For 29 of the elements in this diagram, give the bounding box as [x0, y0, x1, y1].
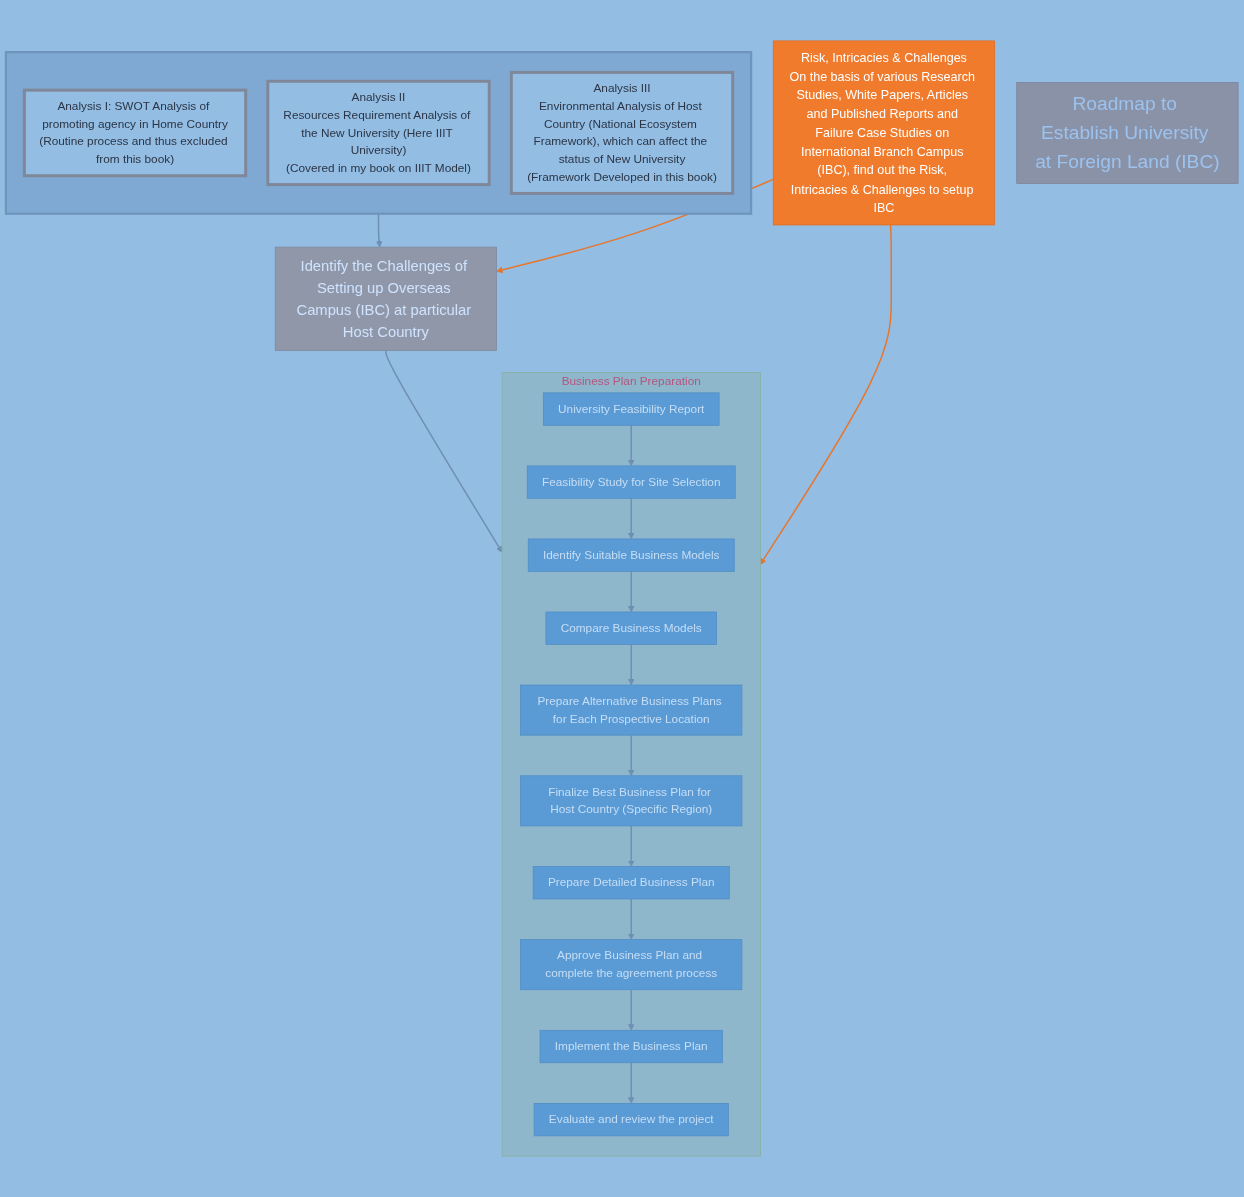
node-box: Analysis I: SWOT Analysis of promoting agency in Home Country (Routine process and thus excluded from this book): [22, 88, 248, 178]
node-box: Analysis III Environmental Analysis of Host Country (National Ecosystem Framework), which can affect the status of New University (Framework Developed in this book): [509, 70, 735, 195]
node-box: Prepare Detailed Business Plan: [532, 866, 730, 900]
node-box: Finalize Best Business Plan for Host Country (Specific Region): [520, 775, 743, 827]
node-box: Analysis II Resources Requirement Analysis of the New University (Here IIIT University) (Covered in my book on IIIT Model): [266, 79, 491, 187]
node-box: Compare Business Models: [545, 611, 717, 645]
node-box: Identify the Challenges of Setting up Overseas Campus (IBC) at particular Host Country: [274, 246, 497, 351]
arrow: [628, 570, 635, 613]
node-box: Identify Suitable Business Models: [527, 538, 735, 572]
cluster: [4, 51, 753, 215]
node-box: Prepare Alternative Business Plans for Each Prospective Location: [520, 684, 743, 736]
arrow: [628, 825, 635, 867]
arrow: [628, 424, 635, 467]
node-box: Approve Business Plan and complete the agreement process: [520, 939, 743, 991]
arrow: [628, 497, 635, 540]
arrow: [628, 643, 635, 686]
node-box: Feasibility Study for Site Selection: [526, 465, 736, 499]
arrow: [628, 734, 635, 777]
arrow: [628, 898, 635, 940]
node-box: Implement the Business Plan: [539, 1029, 723, 1064]
arrow: [628, 1062, 635, 1104]
arrow: [628, 989, 635, 1031]
node-box: Evaluate and review the project: [533, 1103, 729, 1137]
arrow: [760, 224, 893, 565]
node-box: University Feasibility Report: [542, 392, 720, 426]
node-box: Risk, Intricacies & Challenges On the basis of various Research Studies, White Papers, Articles and Published Reports and Failure Case Studies on International Branch Campus (IBC), find out the Risk, Intricacies & Challenges to setup IBC: [772, 40, 995, 226]
arrow: [385, 349, 503, 553]
arrow: [375, 213, 383, 248]
node-box: Roadmap to Establish University at Foreign Land (IBC): [1016, 82, 1239, 184]
